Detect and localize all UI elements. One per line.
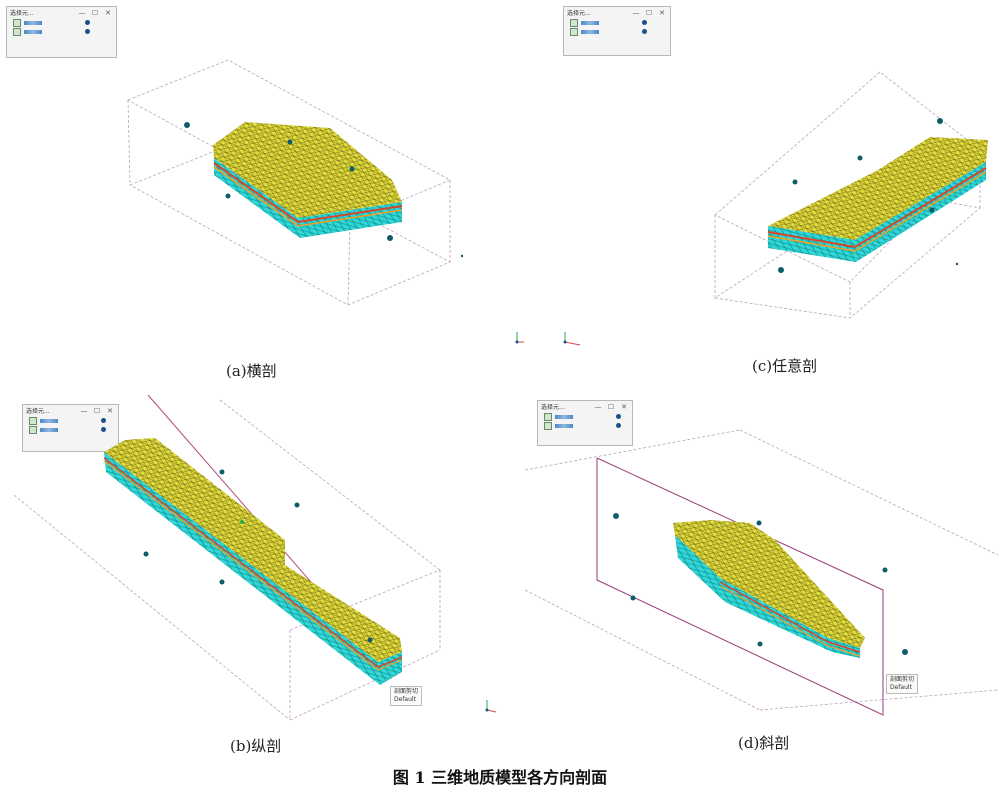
model-view-c[interactable]	[500, 0, 1000, 390]
maximize-icon[interactable]: ☐	[93, 406, 101, 415]
caption-b: (b)纵剖	[230, 737, 282, 755]
window-titlebar[interactable]: 选择元... — ☐ ✕	[23, 405, 118, 416]
model-view-a[interactable]	[0, 0, 500, 390]
close-icon[interactable]: ✕	[105, 8, 111, 17]
window-titlebar[interactable]: 选择元... — ☐ ✕	[538, 401, 632, 412]
checkbox-icon[interactable]	[544, 421, 552, 430]
layer-icon	[581, 20, 599, 25]
geologic-model-c	[767, 137, 988, 262]
geologic-model-a	[213, 122, 403, 238]
close-icon[interactable]: ✕	[107, 406, 113, 415]
selection-window-d[interactable]: 选择元... — ☐ ✕	[537, 400, 633, 446]
layer-row[interactable]	[23, 425, 118, 434]
panel-b: 选择元... — ☐ ✕	[0, 390, 500, 760]
maximize-icon[interactable]: ☐	[645, 8, 653, 17]
layer-row[interactable]	[564, 27, 670, 36]
layer-row[interactable]	[23, 416, 118, 425]
layer-row[interactable]	[7, 18, 116, 27]
hand-icon[interactable]	[616, 423, 621, 428]
maximize-icon[interactable]: ☐	[91, 8, 99, 17]
section-clip-label-d[interactable]: 剖面剪切 Default	[886, 674, 919, 694]
selection-window-b[interactable]: 选择元... — ☐ ✕	[22, 404, 119, 452]
checkbox-icon[interactable]	[13, 18, 21, 27]
layer-row[interactable]	[538, 412, 632, 421]
checkbox-icon[interactable]	[570, 18, 578, 27]
hand-icon[interactable]	[642, 29, 647, 34]
close-icon[interactable]: ✕	[621, 402, 627, 411]
window-titlebar[interactable]: 选择元... — ☐ ✕	[7, 7, 116, 18]
checkbox-icon[interactable]	[544, 412, 552, 421]
axis-markers	[778, 118, 959, 273]
hand-icon[interactable]	[85, 29, 90, 34]
gear-icon[interactable]	[101, 418, 106, 423]
caption-c: (c)任意剖	[752, 357, 818, 375]
label-default: Default	[394, 696, 416, 703]
model-view-d[interactable]	[500, 390, 1000, 760]
model-view-b[interactable]	[0, 390, 500, 760]
minimize-icon[interactable]: —	[78, 8, 86, 17]
layer-icon	[581, 29, 599, 34]
axis-gizmo	[515, 332, 581, 346]
label-title: 剖面剪切	[394, 688, 419, 695]
figure-title: 图 1 三维地质模型各方向剖面	[392, 768, 608, 787]
panel-a: 选择元... — ☐ ✕	[0, 0, 500, 390]
geologic-model-d	[673, 520, 865, 658]
window-title: 选择元...	[541, 404, 565, 411]
section-plane	[596, 457, 884, 716]
axis-gizmo	[485, 700, 497, 713]
axis-markers	[184, 122, 464, 258]
layer-icon	[24, 29, 42, 34]
layer-icon	[24, 20, 42, 25]
layer-icon	[555, 414, 573, 419]
window-title: 选择元...	[567, 10, 591, 17]
layer-icon	[40, 427, 58, 432]
checkbox-icon[interactable]	[29, 416, 37, 425]
minimize-icon[interactable]: —	[632, 8, 640, 17]
gear-icon[interactable]	[642, 20, 647, 25]
checkbox-icon[interactable]	[570, 27, 578, 36]
hand-icon[interactable]	[101, 427, 106, 432]
panel-d: 选择元... — ☐ ✕ 剖面剪切	[500, 390, 1000, 760]
maximize-icon[interactable]: ☐	[607, 402, 615, 411]
selection-window-c[interactable]: 选择元... — ☐ ✕	[563, 6, 671, 56]
layer-row[interactable]	[538, 421, 632, 430]
label-default: Default	[890, 684, 912, 691]
window-title: 选择元...	[26, 408, 50, 415]
bounding-box	[524, 429, 999, 711]
axis-markers	[143, 469, 373, 643]
selection-window-a[interactable]: 选择元... — ☐ ✕	[6, 6, 117, 58]
panel-c: 选择元... — ☐ ✕	[500, 0, 1000, 390]
caption-d: (d)斜剖	[738, 734, 790, 752]
layer-row[interactable]	[564, 18, 670, 27]
label-title: 剖面剪切	[890, 676, 915, 683]
window-title: 选择元...	[10, 10, 34, 17]
layer-icon	[555, 423, 573, 428]
minimize-icon[interactable]: —	[80, 406, 88, 415]
window-titlebar[interactable]: 选择元... — ☐ ✕	[564, 7, 670, 18]
caption-a: (a)横剖	[226, 362, 277, 380]
layer-icon	[40, 418, 58, 423]
checkbox-icon[interactable]	[29, 425, 37, 434]
axis-markers	[613, 513, 908, 655]
layer-row[interactable]	[7, 27, 116, 36]
section-clip-label-b[interactable]: 剖面剪切 Default	[390, 686, 423, 706]
checkbox-icon[interactable]	[13, 27, 21, 36]
close-icon[interactable]: ✕	[659, 8, 665, 17]
geologic-model-b	[103, 438, 403, 685]
gear-icon[interactable]	[616, 414, 621, 419]
minimize-icon[interactable]: —	[594, 402, 602, 411]
gear-icon[interactable]	[85, 20, 90, 25]
